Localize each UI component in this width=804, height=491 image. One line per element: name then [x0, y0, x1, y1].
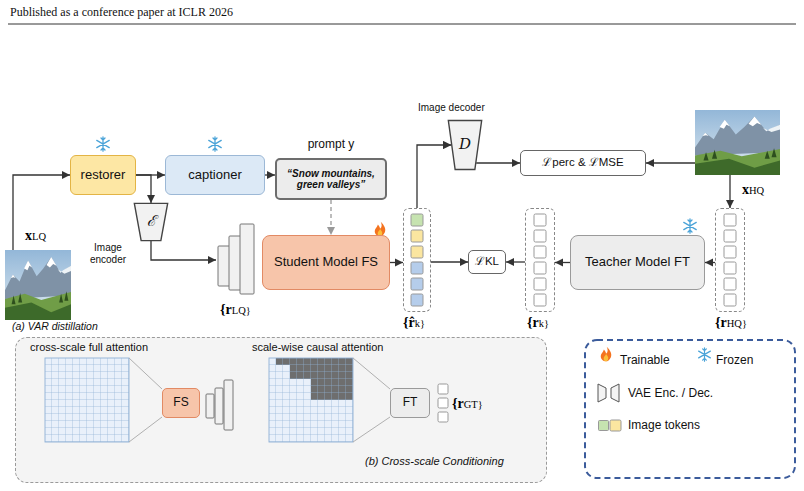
connector-arrow: [13, 175, 70, 250]
node-text: {rLQ}: [220, 302, 251, 318]
node-text: {rHQ}: [715, 315, 747, 331]
node-text: {rk}: [527, 315, 549, 331]
legend-text: Frozen: [716, 354, 753, 368]
connector-arrow: [729, 175, 730, 208]
node-text: Teacher Model FT: [585, 255, 690, 270]
legend-token-yellow: [610, 420, 621, 431]
annotation-label: Image decoder: [418, 102, 485, 114]
annotation-label: cross-scale full attention: [30, 341, 148, 354]
panel-ground: [15, 337, 547, 483]
node-text: {r̂k}: [403, 315, 425, 331]
annotation-label: scale-wise causal attention: [252, 341, 383, 354]
connector-arrow: [151, 241, 216, 260]
connector-arrow: [265, 174, 275, 175]
node-text: FS: [173, 396, 188, 410]
node-text: captioner: [188, 168, 241, 183]
legend-snowflake: [699, 348, 711, 362]
frozen-icon: [684, 219, 696, 233]
loss-box: ℒperc & ℒMSE: [520, 150, 646, 176]
high-quality-image: [695, 110, 780, 175]
model-box: Teacher Model FT: [570, 235, 705, 290]
annotation-label: (a) VAR distillation: [12, 320, 98, 332]
connector-arrow: [705, 262, 715, 263]
token-column: {rGT}: [437, 382, 491, 426]
feature-stack: {rLQ}: [216, 220, 262, 320]
feature-stack-outline: [216, 220, 258, 300]
model-box: Student Model FS: [262, 235, 390, 290]
node-text: restorer: [81, 168, 126, 183]
loss-box: ℒKL: [468, 250, 506, 274]
annotation-label: Image encoder: [80, 242, 136, 265]
token-column-outline: [715, 208, 745, 312]
causal-attention-grid: [269, 358, 353, 442]
node-text: Student Model FS: [274, 255, 378, 270]
input-image-outline: [5, 250, 71, 320]
token-column-outline: [437, 382, 449, 426]
node-text: xLQ: [25, 228, 46, 244]
prompt-box-outline: “Snow mountains, green valleys”: [275, 158, 387, 200]
node-text: ℰ: [147, 213, 156, 230]
token-column-outline: [525, 208, 555, 312]
hq-tokens: [724, 214, 736, 306]
token-column-outline: [403, 208, 431, 312]
model-box: FS: [162, 388, 200, 418]
low-quality-image: [5, 250, 71, 320]
predicted-tokens: [411, 214, 423, 306]
connector-arrow: [417, 145, 451, 208]
process-box: captioner: [165, 155, 265, 195]
header-rule: [8, 24, 796, 25]
node-text: ℒperc & ℒMSE: [542, 156, 623, 169]
legend-vae-icon: [598, 384, 619, 402]
input-image: xLQ: [5, 228, 73, 320]
node-text: {rGT}: [452, 396, 483, 412]
frozen-icon: [209, 137, 221, 151]
connector-arrow: [646, 162, 695, 163]
node-text: D: [459, 136, 471, 153]
model-box: FT: [390, 388, 430, 418]
legend-text: Trainable: [620, 354, 670, 368]
token-column: {r̂k}: [403, 208, 437, 332]
conditioning-panel: (b) Cross-scale Conditioning FS FT {rGT}: [15, 337, 547, 483]
gt-tokens: [438, 384, 448, 422]
legend-text: VAE Enc. / Dec.: [628, 387, 713, 401]
decoder-trapezoid: D: [448, 120, 482, 170]
node-text: (b) Cross-scale Conditioning: [365, 455, 504, 468]
frozen-icon: [97, 137, 109, 151]
feature-stack-sheets: [218, 224, 254, 294]
legend-text: Image tokens: [628, 419, 700, 433]
panel-feature-stack: [206, 380, 233, 430]
teacher-tokens: [534, 214, 546, 306]
connector-arrow: [431, 261, 468, 262]
zoom-lines: [129, 358, 390, 442]
process-box: restorer: [70, 155, 136, 195]
full-attention-grid: [45, 358, 129, 442]
target-image-outline: [695, 110, 780, 175]
token-column: {rk}: [525, 208, 559, 332]
encoder-trapezoid: ℰ: [134, 203, 168, 241]
prompt-box: “Snow mountains, green valleys” prompt y: [275, 138, 387, 200]
legend-flame: [601, 347, 612, 362]
node-text: “Snow mountains, green valleys”: [281, 168, 381, 191]
token-column: {rHQ}: [715, 208, 759, 332]
node-text: prompt y: [275, 138, 387, 152]
connector-arrow: [555, 262, 570, 263]
connector-arrow: [390, 262, 403, 263]
node-text: FT: [403, 396, 418, 410]
annotation-label: Published as a conference paper at ICLR …: [10, 6, 233, 20]
node-text: ℒKL: [475, 255, 499, 268]
connector-arrow: [136, 175, 151, 203]
connector-arrow: [476, 162, 520, 163]
legend-frame: [585, 340, 795, 478]
dashed-arrow: [330, 200, 331, 235]
target-image: xHQ: [695, 110, 781, 202]
node-text: xHQ: [742, 182, 764, 198]
connector-arrow: [506, 261, 525, 262]
legend-swatch: [598, 420, 609, 431]
